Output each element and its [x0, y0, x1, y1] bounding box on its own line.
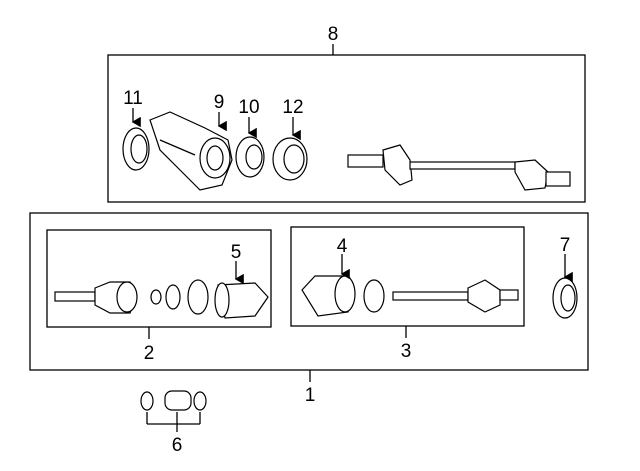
- part-4-boot: [301, 275, 356, 317]
- clamp: [363, 279, 385, 313]
- callout-4: 4: [337, 236, 348, 257]
- callout-7: 7: [560, 235, 571, 256]
- group-3-box: [290, 226, 525, 327]
- inner-shaft: [392, 279, 519, 313]
- rear-axle-shaft: [347, 144, 571, 191]
- callout-8: 8: [328, 24, 339, 45]
- callout-11: 11: [123, 88, 143, 109]
- part-5-boot: [214, 282, 269, 319]
- callout-1: 1: [305, 385, 316, 406]
- part-12-seal: [272, 137, 308, 181]
- callout-12: 12: [282, 97, 303, 118]
- part-11-seal: [122, 127, 150, 171]
- group-2-box: [46, 229, 272, 328]
- clips: [150, 279, 209, 315]
- callout-9: 9: [214, 92, 225, 113]
- leader-6: [146, 412, 201, 432]
- part-9-housing: [149, 111, 233, 191]
- outer-cv-joint: [54, 281, 138, 314]
- callout-5: 5: [231, 242, 242, 263]
- part-10-bearing: [235, 136, 265, 178]
- callout-10: 10: [238, 97, 259, 118]
- callout-6: 6: [172, 435, 183, 456]
- group-8-box: [107, 54, 586, 203]
- part-6-clamps: [140, 390, 207, 411]
- group-1-box: [29, 212, 589, 371]
- callout-2: 2: [144, 343, 155, 364]
- part-7-ring: [552, 277, 578, 319]
- callout-3: 3: [401, 341, 412, 362]
